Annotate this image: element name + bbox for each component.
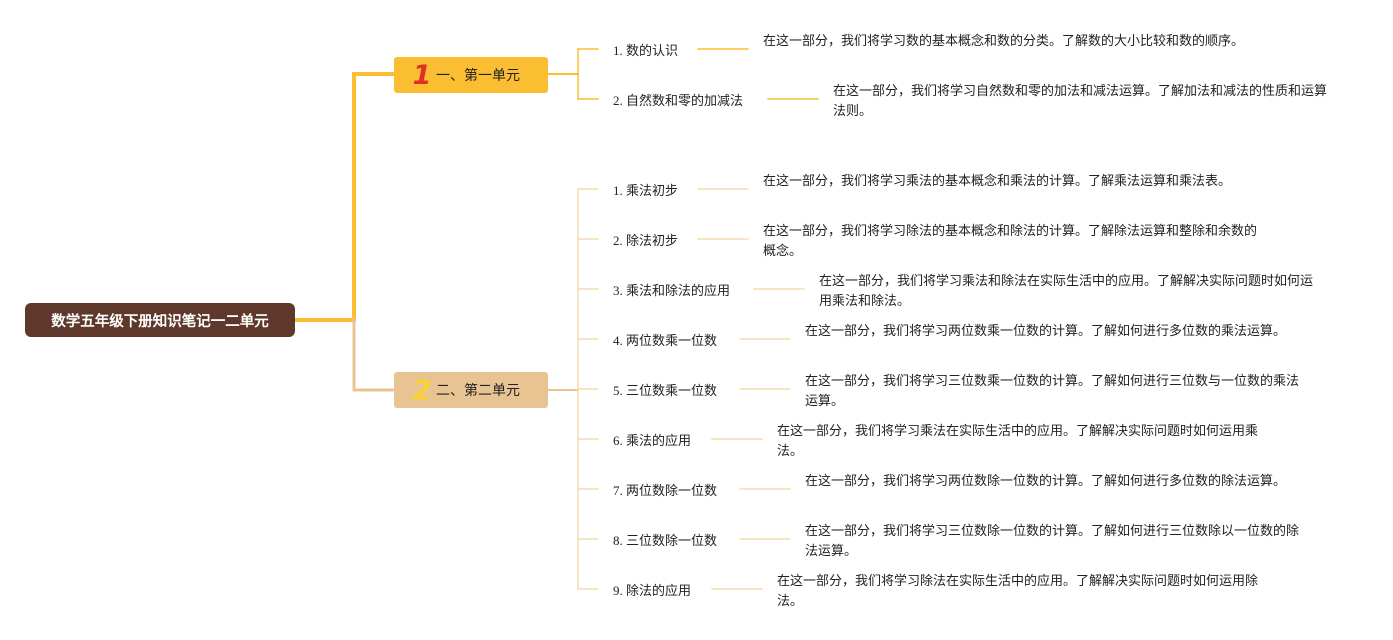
topic-title[interactable]: 3. 乘法和除法的应用 [613, 283, 731, 298]
topic-title[interactable]: 1. 数的认识 [613, 43, 679, 58]
topic-description: 在这一部分，我们将学习乘法和除法在实际生活中的应用。了解解决实际问题时如何运用乘… [819, 273, 1314, 308]
topic-description: 在这一部分，我们将学习自然数和零的加法和减法运算。了解加法和减法的性质和运算法则… [833, 83, 1328, 118]
topic-title[interactable]: 6. 乘法的应用 [613, 433, 692, 448]
topic-title[interactable]: 2. 除法初步 [613, 233, 679, 248]
root-node[interactable]: 数学五年级下册知识笔记一二单元 [25, 303, 295, 337]
unit-number-2: 2 [412, 374, 432, 406]
unit-node-1[interactable]: 1 一、第一单元 [394, 57, 548, 93]
topic-title[interactable]: 9. 除法的应用 [613, 583, 692, 598]
root-title: 数学五年级下册知识笔记一二单元 [51, 313, 269, 330]
topic-description: 在这一部分，我们将学习两位数乘一位数的计算。了解如何进行多位数的乘法运算。 [805, 323, 1287, 338]
topic-description: 在这一部分，我们将学习除法的基本概念和除法的计算。了解除法运算和整除和余数的概念… [763, 223, 1258, 258]
topic-description: 在这一部分，我们将学习乘法在实际生活中的应用。了解解决实际问题时如何运用乘法。 [777, 423, 1259, 458]
topic-title[interactable]: 8. 三位数除一位数 [613, 533, 718, 548]
topic-title[interactable]: 2. 自然数和零的加减法 [613, 93, 744, 108]
topic-description: 在这一部分，我们将学习两位数除一位数的计算。了解如何进行多位数的除法运算。 [805, 473, 1287, 488]
topic-description: 在这一部分，我们将学习乘法的基本概念和乘法的计算。了解乘法运算和乘法表。 [763, 173, 1232, 188]
topic-description: 在这一部分，我们将学习三位数除一位数的计算。了解如何进行三位数除以一位数的除法运… [805, 523, 1300, 558]
unit-number-1: 1 [412, 59, 432, 91]
unit-label-2: 二、第二单元 [436, 383, 520, 399]
unit-label-1: 一、第一单元 [436, 68, 520, 84]
topic-title[interactable]: 4. 两位数乘一位数 [613, 333, 718, 348]
topic-title[interactable]: 1. 乘法初步 [613, 183, 679, 198]
topic-title[interactable]: 7. 两位数除一位数 [613, 483, 718, 498]
topic-title[interactable]: 5. 三位数乘一位数 [613, 383, 718, 398]
unit-node-2[interactable]: 2 二、第二单元 [394, 372, 548, 408]
topic-description: 在这一部分，我们将学习三位数乘一位数的计算。了解如何进行三位数与一位数的乘法运算… [805, 373, 1300, 408]
topic-description: 在这一部分，我们将学习数的基本概念和数的分类。了解数的大小比较和数的顺序。 [763, 33, 1245, 48]
topic-description: 在这一部分，我们将学习除法在实际生活中的应用。了解解决实际问题时如何运用除法。 [777, 573, 1259, 608]
